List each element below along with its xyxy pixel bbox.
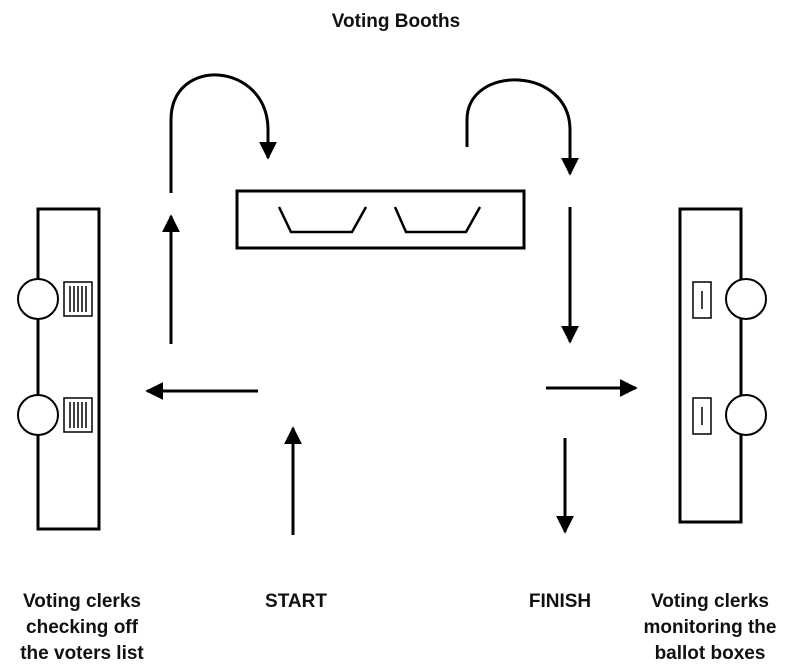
right-clerks-table xyxy=(678,207,767,524)
right-clerks-label-line-3: ballot boxes xyxy=(654,643,766,664)
left-table-outline xyxy=(36,207,101,531)
voting-booths xyxy=(235,189,526,250)
voters-list-2 xyxy=(63,397,93,433)
flow-arrows xyxy=(145,73,638,535)
right-clerks-label-line-1: Voting clerks xyxy=(651,591,769,612)
right-clerks-label-line-2: monitoring the xyxy=(643,617,777,638)
ballot-box-1 xyxy=(692,281,712,319)
left-clerks-label: Voting clerks checking off the voters li… xyxy=(0,589,164,667)
left-clerks-label-line-2: checking off xyxy=(26,617,138,638)
booth-1 xyxy=(277,206,368,234)
left-clerk-seat-2 xyxy=(17,394,59,436)
ballot-box-2 xyxy=(692,397,712,435)
finish-label: FINISH xyxy=(528,591,592,612)
right-table-outline xyxy=(678,207,743,524)
right-clerk-seat-1 xyxy=(725,278,767,320)
left-clerks-label-line-3: the voters list xyxy=(20,643,144,664)
arrow-curve-out-of-booth-2 xyxy=(465,78,579,176)
left-clerk-seat-1 xyxy=(17,278,59,320)
start-label: START xyxy=(265,591,327,612)
arrow-curve-into-booth-1 xyxy=(169,73,277,193)
booth-2 xyxy=(393,206,482,234)
diagram-title: Voting Booths xyxy=(331,11,461,32)
left-clerks-table xyxy=(17,207,101,531)
voters-list-1 xyxy=(63,281,93,317)
left-clerks-label-line-1: Voting clerks xyxy=(23,591,141,612)
right-clerk-seat-2 xyxy=(725,394,767,436)
booth-table-outline xyxy=(235,189,526,250)
right-clerks-label: Voting clerks monitoring the ballot boxe… xyxy=(627,589,793,667)
